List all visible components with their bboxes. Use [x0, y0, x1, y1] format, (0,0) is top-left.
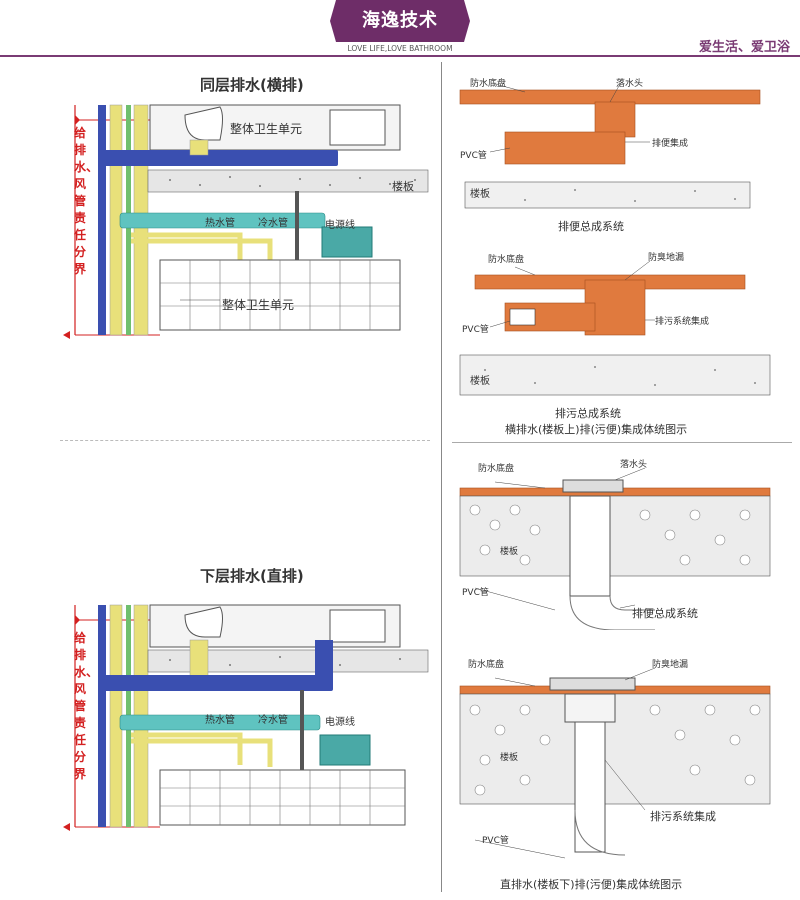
top-horizontal-drain-diagram [63, 104, 429, 339]
floor-slab-label-2: 楼板 [470, 376, 490, 387]
power-line-label-bottom: 电源线 [325, 717, 355, 728]
brand-banner [330, 0, 470, 42]
waterproof-tray-label-3: 防水底盘 [478, 464, 515, 474]
right-section-divider [452, 442, 792, 443]
floor-slab-label-1: 楼板 [470, 189, 490, 200]
vertical-sewage-diagram [459, 667, 771, 859]
floor-label-top: 楼板 [392, 180, 414, 193]
horizontal-summary-caption: 横排水(楼板上)排(污便)集成体统图示 [505, 423, 688, 436]
cold-pipe-label-top: 冷水管 [258, 218, 288, 229]
waterproof-tray-label-2: 防水底盘 [488, 255, 525, 265]
bottom-vertical-drain-diagram [63, 604, 429, 831]
toilet-system-caption: 排便总成系统 [558, 220, 624, 233]
sewage-system-caption: 排污总成系统 [555, 407, 621, 420]
pvc-pipe-label-2: PVC管 [462, 325, 489, 335]
odor-drain-label-1: 防臭地漏 [648, 253, 685, 263]
hot-pipe-label-top: 热水管 [205, 218, 235, 229]
brand-title: 海逸技术 [362, 10, 438, 31]
power-line-label-top: 电源线 [325, 220, 355, 231]
sewage-system-diagram [459, 260, 771, 396]
header-divider [0, 55, 800, 57]
sewage-integration-label-2: 排污系统集成 [650, 810, 716, 823]
unit-label-top: 整体卫生单元 [230, 122, 303, 136]
vertical-summary-caption: 直排水(楼板下)排(污便)集成体统图示 [500, 878, 683, 891]
pvc-pipe-label-1: PVC管 [460, 151, 487, 161]
top-diagram-title: 同层排水(横排) [200, 76, 304, 94]
unit-label-bottom-top: 整体卫生单元 [222, 298, 295, 312]
toilet-system-diagram [459, 83, 761, 209]
vertical-toilet-diagram [459, 467, 771, 630]
hot-pipe-label-bottom: 热水管 [205, 715, 235, 726]
vertical-toilet-caption: 排便总成系统 [632, 607, 698, 620]
drain-head-label-1: 落水头 [616, 79, 644, 89]
responsibility-label-top: 给排水、风管责任分界 [74, 126, 99, 276]
waterproof-tray-label-1: 防水底盘 [470, 79, 507, 89]
sewage-integration-label-1: 排污系统集成 [655, 317, 710, 327]
column-divider [441, 62, 442, 892]
floor-slab-label-4: 楼板 [500, 753, 519, 763]
drain-head-label-2: 落水头 [620, 460, 648, 470]
pvc-pipe-label-4: PVC管 [482, 836, 509, 846]
left-section-divider [60, 440, 430, 441]
bottom-diagram-title: 下层排水(直排) [200, 567, 304, 585]
floor-slab-label-3: 楼板 [500, 547, 519, 557]
cold-pipe-label-bottom: 冷水管 [258, 715, 288, 726]
toilet-integration-label: 排便集成 [652, 139, 689, 149]
waterproof-tray-label-4: 防水底盘 [468, 660, 505, 670]
brand-subtitle: LOVE LIFE,LOVE BATHROOM [347, 44, 453, 53]
odor-drain-label-2: 防臭地漏 [652, 660, 689, 670]
slogan: 爱生活、爱卫浴 [698, 40, 790, 55]
pvc-pipe-label-3: PVC管 [462, 588, 489, 598]
